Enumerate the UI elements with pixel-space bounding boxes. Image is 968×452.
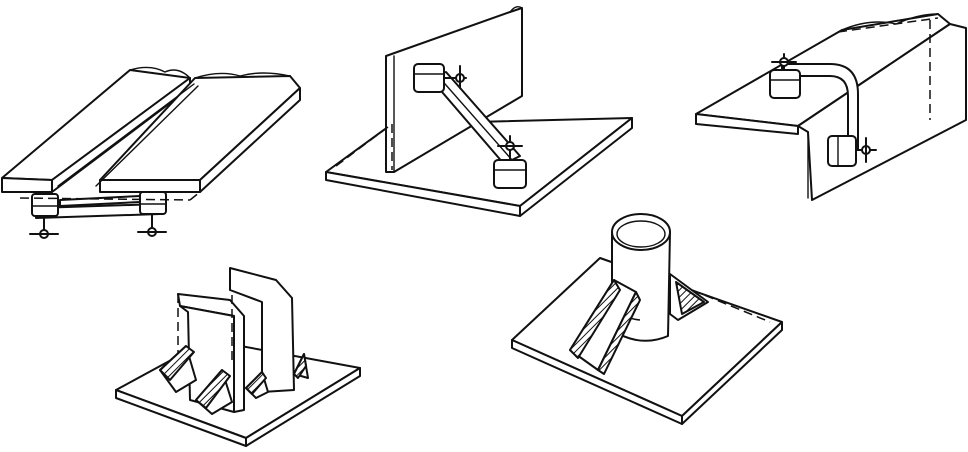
clamp-pad-right-icon [137,191,167,237]
angle-section-with-curved-clamp [695,13,967,201]
corner-joint-with-diagonal-brace-clamp [325,5,633,217]
clamp-pad-top-icon [413,63,467,93]
butt-joint-plates-with-clamps [1,66,301,239]
clamp-pad-left-icon [29,193,59,239]
clamp-pad-side-icon [827,135,877,167]
clamp-pad-upper-icon [769,53,801,99]
double-plates-with-triangular-gussets [115,267,361,447]
cylinder-on-base-plate-with-gussets [511,213,783,425]
clamp-pad-bottom-icon [493,135,527,189]
